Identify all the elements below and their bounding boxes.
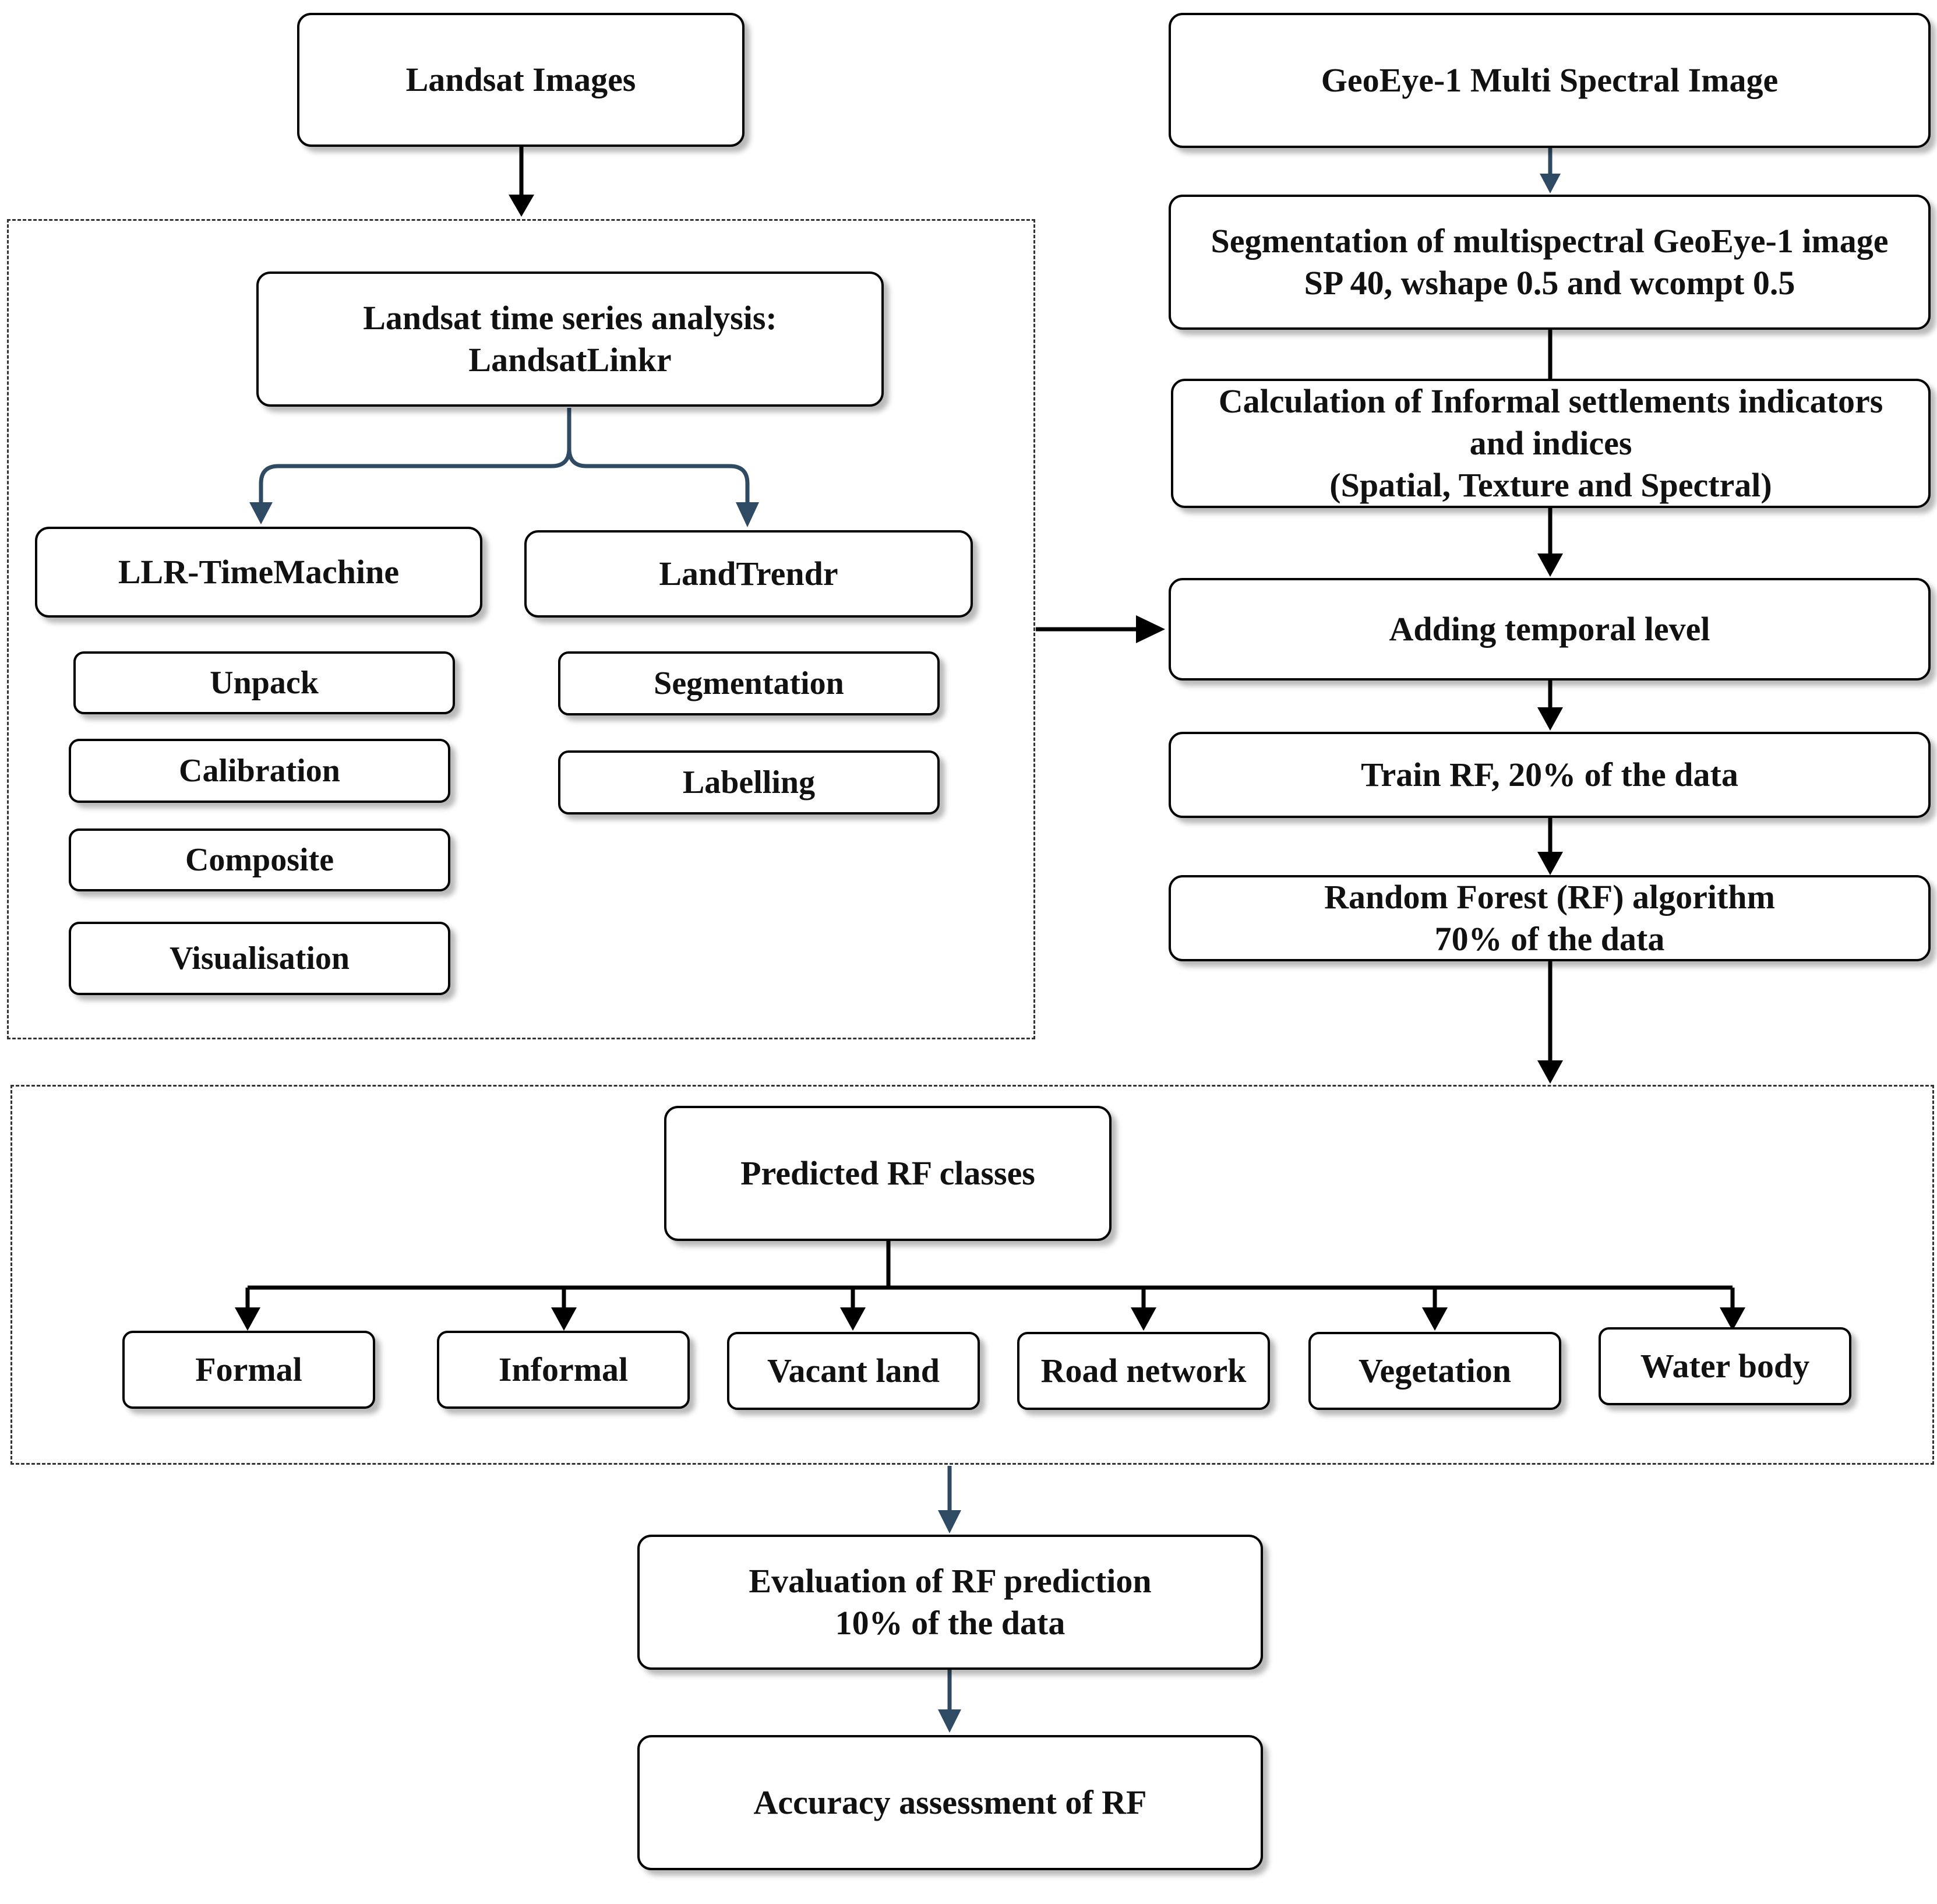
class-water-body-label: Water body xyxy=(1640,1347,1810,1385)
indicators-line3: (Spatial, Texture and Spectral) xyxy=(1329,466,1772,504)
indicators-line2: and indices xyxy=(1469,424,1632,462)
train-rf-box: Train RF, 20% of the data xyxy=(1169,732,1931,818)
llr-timemachine-box: LLR-TimeMachine xyxy=(35,527,482,618)
segmentation-geoeye-line2: SP 40, wshape 0.5 and wcompt 0.5 xyxy=(1304,264,1795,302)
evaluation-line1: Evaluation of RF prediction xyxy=(749,1562,1152,1600)
arrow-timeseries-to-llr xyxy=(259,408,571,507)
step-unpack-box: Unpack xyxy=(73,651,455,714)
step-segmentation-box: Segmentation xyxy=(558,651,940,715)
step-labelling-label: Labelling xyxy=(682,764,816,801)
step-calibration-box: Calibration xyxy=(69,739,450,803)
landtrendr-box: LandTrendr xyxy=(524,530,973,618)
class-formal-label: Formal xyxy=(195,1351,302,1388)
segmentation-geoeye-box: Segmentation of multispectral GeoEye-1 i… xyxy=(1169,195,1931,330)
evaluation-line2: 10% of the data xyxy=(835,1604,1065,1642)
temporal-level-label: Adding temporal level xyxy=(1389,610,1710,648)
segmentation-geoeye-line1: Segmentation of multispectral GeoEye-1 i… xyxy=(1211,222,1889,260)
step-visualisation-label: Visualisation xyxy=(169,940,350,976)
train-rf-label: Train RF, 20% of the data xyxy=(1361,756,1738,794)
temporal-level-box: Adding temporal level xyxy=(1169,578,1931,680)
rf-algorithm-line1: Random Forest (RF) algorithm xyxy=(1324,878,1775,916)
step-composite-box: Composite xyxy=(69,828,450,891)
class-informal-label: Informal xyxy=(498,1351,629,1388)
indicators-box: Calculation of Informal settlements indi… xyxy=(1171,379,1931,508)
class-vegetation-box: Vegetation xyxy=(1308,1332,1561,1410)
predicted-classes-label: Predicted RF classes xyxy=(740,1154,1035,1192)
llr-timemachine-label: LLR-TimeMachine xyxy=(118,553,400,591)
accuracy-box: Accuracy assessment of RF xyxy=(637,1735,1263,1870)
predicted-classes-box: Predicted RF classes xyxy=(664,1106,1112,1241)
class-formal-box: Formal xyxy=(122,1331,375,1409)
landtrendr-label: LandTrendr xyxy=(659,555,838,593)
time-series-box: Landsat time series analysis: LandsatLin… xyxy=(256,272,884,407)
step-composite-label: Composite xyxy=(185,842,334,878)
geoeye-image-label: GeoEye-1 Multi Spectral Image xyxy=(1321,61,1779,99)
rf-algorithm-box: Random Forest (RF) algorithm 70% of the … xyxy=(1169,875,1931,961)
rf-algorithm-line2: 70% of the data xyxy=(1434,920,1665,958)
step-visualisation-box: Visualisation xyxy=(69,922,450,995)
class-vacant-land-label: Vacant land xyxy=(767,1352,940,1390)
accuracy-label: Accuracy assessment of RF xyxy=(753,1783,1147,1821)
bus-predicted-classes xyxy=(248,1241,1733,1290)
step-unpack-label: Unpack xyxy=(210,665,319,701)
class-vegetation-label: Vegetation xyxy=(1358,1352,1512,1390)
predicted-classes-group xyxy=(10,1085,1934,1465)
evaluation-box: Evaluation of RF prediction 10% of the d… xyxy=(637,1535,1263,1670)
geoeye-image-box: GeoEye-1 Multi Spectral Image xyxy=(1169,13,1931,148)
step-segmentation-label: Segmentation xyxy=(654,665,844,701)
step-labelling-box: Labelling xyxy=(558,750,940,815)
class-road-network-label: Road network xyxy=(1040,1352,1247,1390)
time-series-line2: LandsatLinkr xyxy=(468,341,672,379)
arrow-timeseries-to-landtrendr xyxy=(567,448,750,507)
class-water-body-box: Water body xyxy=(1599,1327,1851,1405)
landsat-images-box: Landsat Images xyxy=(297,13,745,147)
class-road-network-box: Road network xyxy=(1017,1332,1270,1410)
class-vacant-land-box: Vacant land xyxy=(727,1332,980,1410)
time-series-line1: Landsat time series analysis: xyxy=(363,299,777,337)
class-informal-box: Informal xyxy=(437,1331,690,1409)
step-calibration-label: Calibration xyxy=(179,753,340,789)
landsat-processing-group xyxy=(7,219,1035,1039)
landsat-images-label: Landsat Images xyxy=(405,61,636,98)
indicators-line1: Calculation of Informal settlements indi… xyxy=(1218,382,1883,420)
